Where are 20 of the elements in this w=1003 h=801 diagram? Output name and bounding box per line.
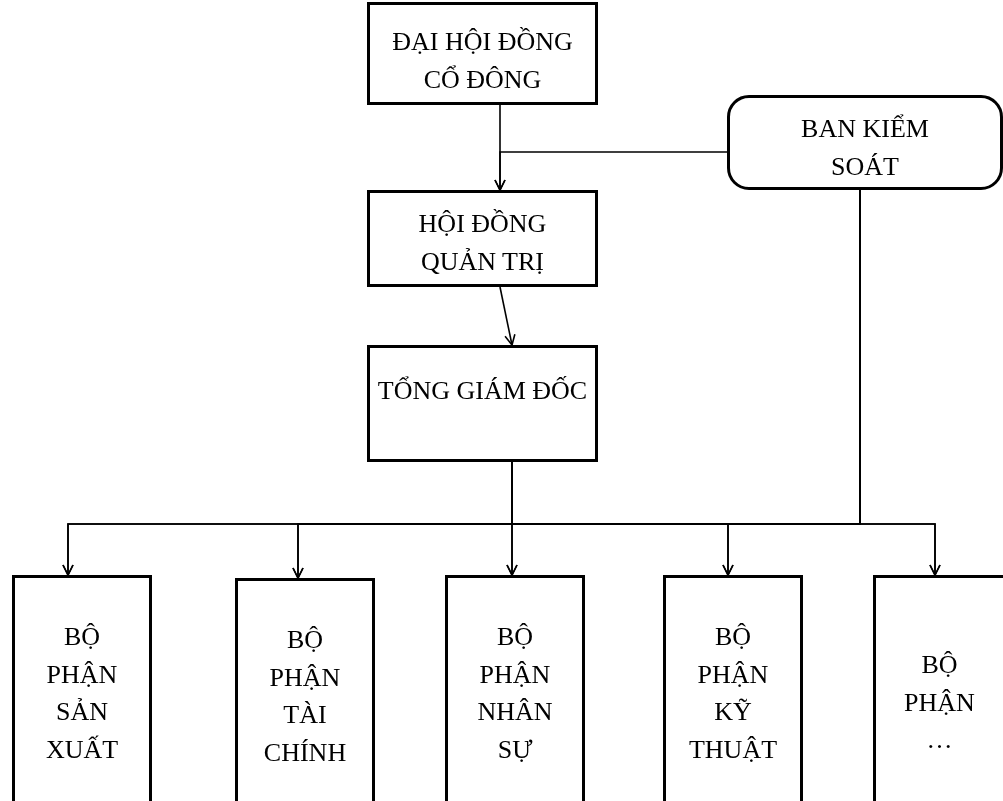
box-label: TỔNG GIÁM ĐỐC <box>376 375 589 407</box>
rounded-box <box>727 95 1003 190</box>
box-label: HỘI ĐỒNG QUẢN TRỊ <box>417 207 548 278</box>
box-label: BỘ PHẬN … <box>903 649 976 757</box>
org-box <box>367 2 598 105</box>
org-box <box>445 575 585 801</box>
box-label: BỘ PHẬN SẢN XUẤT <box>44 621 120 767</box>
box-label: ĐẠI HỘI ĐỒNG CỔ ĐÔNG <box>391 25 574 96</box>
box-label: BỘ PHẬN NHÂN SỰ <box>476 621 554 767</box>
box-label: BỘ PHẬN KỸ THUẬT <box>687 621 779 767</box>
org-box <box>235 578 375 801</box>
connector-arrow <box>499 286 516 346</box>
org-box <box>663 575 803 801</box>
connector-arrow <box>494 151 728 191</box>
org-box <box>12 575 152 801</box>
org-box <box>367 190 598 287</box>
org-box <box>873 575 1003 801</box>
box-label: BỘ PHẬN TÀI CHÍNH <box>262 624 348 770</box>
org-box <box>367 345 598 462</box>
box-label: BAN KIỂM SOÁT <box>800 112 930 183</box>
